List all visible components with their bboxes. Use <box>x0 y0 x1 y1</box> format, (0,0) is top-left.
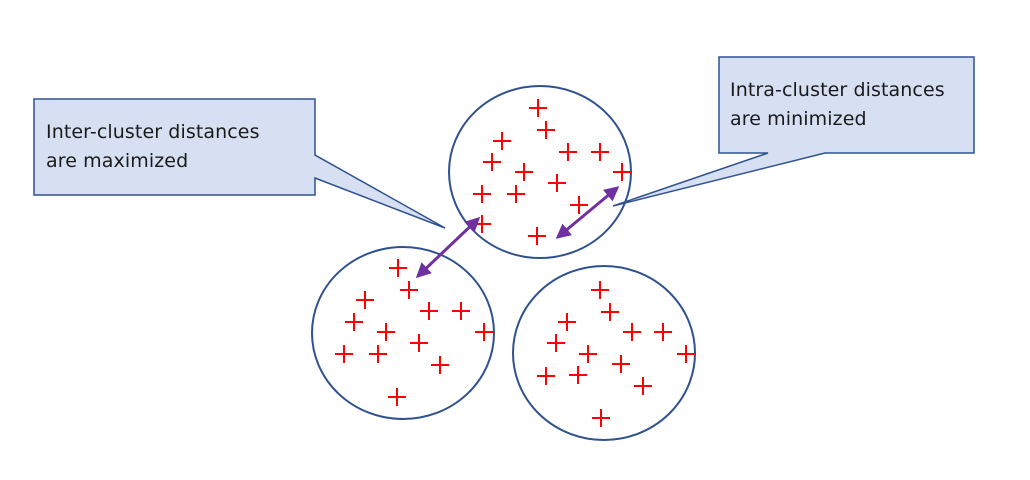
cluster-left <box>311 246 495 420</box>
point-marker-icon <box>473 215 491 233</box>
point-marker-icon <box>569 366 587 384</box>
point-marker-icon <box>592 409 610 427</box>
point-marker-icon <box>528 227 546 245</box>
point-marker-icon <box>389 259 407 277</box>
point-marker-icon <box>420 302 438 320</box>
inter-cluster-label: Inter-cluster distances are maximized <box>46 118 260 176</box>
point-marker-icon <box>377 323 395 341</box>
point-marker-icon <box>475 323 493 341</box>
intra-cluster-arrow <box>555 186 620 239</box>
inter-cluster-label-line2: are maximized <box>46 150 189 172</box>
intra-cluster-label-line1: Intra-cluster distances <box>730 79 945 101</box>
point-marker-icon <box>570 196 588 214</box>
cluster-top <box>448 85 632 259</box>
point-marker-icon <box>601 303 619 321</box>
point-marker-icon <box>579 345 597 363</box>
point-marker-icon <box>559 143 577 161</box>
point-marker-icon <box>345 313 363 331</box>
point-marker-icon <box>410 334 428 352</box>
point-marker-icon <box>493 132 511 150</box>
point-marker-icon <box>677 345 695 363</box>
point-marker-icon <box>452 302 470 320</box>
point-marker-icon <box>473 185 491 203</box>
point-marker-icon <box>548 174 566 192</box>
intra-cluster-label-line2: are minimized <box>730 108 867 130</box>
inter-cluster-arrow <box>415 216 481 279</box>
cluster-left-points <box>335 259 493 406</box>
point-marker-icon <box>356 291 374 309</box>
intra-cluster-label: Intra-cluster distances are minimized <box>730 76 945 134</box>
point-marker-icon <box>613 163 631 181</box>
point-marker-icon <box>529 99 547 117</box>
cluster-right-points <box>537 281 695 427</box>
point-marker-icon <box>369 345 387 363</box>
inter-cluster-label-line1: Inter-cluster distances <box>46 121 260 143</box>
inter-cluster-callout <box>33 98 446 229</box>
point-marker-icon <box>537 367 555 385</box>
point-marker-icon <box>483 153 501 171</box>
point-marker-icon <box>335 345 353 363</box>
point-marker-icon <box>400 281 418 299</box>
point-marker-icon <box>623 323 641 341</box>
point-marker-icon <box>591 281 609 299</box>
cluster-right <box>512 265 696 441</box>
point-marker-icon <box>388 388 406 406</box>
point-marker-icon <box>654 323 672 341</box>
intra-cluster-callout <box>612 56 975 207</box>
point-marker-icon <box>537 121 555 139</box>
point-marker-icon <box>591 143 609 161</box>
point-marker-icon <box>547 334 565 352</box>
point-marker-icon <box>558 313 576 331</box>
point-marker-icon <box>515 163 533 181</box>
point-marker-icon <box>612 355 630 373</box>
point-marker-icon <box>634 377 652 395</box>
point-marker-icon <box>431 356 449 374</box>
point-marker-icon <box>507 185 525 203</box>
cluster-top-points <box>473 99 631 245</box>
